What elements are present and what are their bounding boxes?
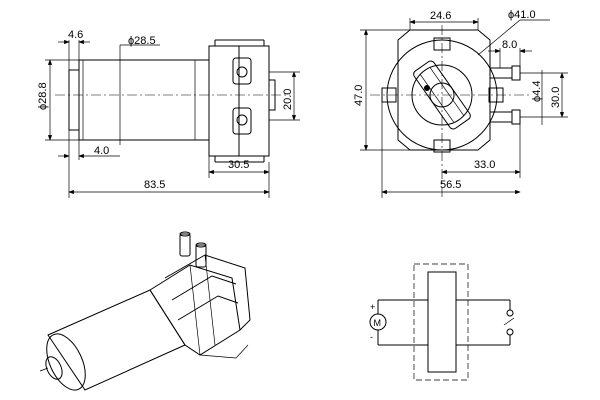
dim-nozzle-length: 8.0 [502, 39, 517, 51]
minus-terminal-label: - [370, 332, 373, 342]
dim-top-width: 24.6 [430, 10, 451, 22]
right-terminal-top [506, 309, 514, 317]
dim-nozzle-spacing: 30.0 [550, 87, 562, 108]
dim-head-length: 30.5 [228, 159, 249, 171]
schematic-pump-block [427, 271, 457, 373]
plus-terminal-label: + [370, 302, 375, 312]
right-terminal-bottom [506, 328, 514, 336]
dim-front-width: 56.5 [440, 179, 461, 191]
front-view: 24.6 ϕ41.0 8.0 47.0 ϕ4.4 30.0 33.0 56.5 [353, 9, 568, 200]
dim-body-diameter: ϕ28.5 [128, 35, 156, 47]
front-housing [397, 29, 491, 151]
motor-label: M [374, 318, 382, 328]
schematic-boundary [413, 263, 469, 381]
dim-circle-diameter: ϕ41.0 [508, 9, 536, 21]
dim-left-diameter: ϕ28.8 [37, 82, 49, 110]
side-shaft [68, 69, 80, 131]
dim-end-length: 4.0 [94, 145, 109, 157]
motor-symbol [369, 313, 387, 331]
dim-total-length: 83.5 [144, 179, 165, 191]
dim-head-height: 20.0 [282, 89, 294, 110]
dim-front-height: 47.0 [353, 85, 365, 106]
dim-shaft-length: 4.6 [68, 29, 83, 41]
iso-motor-body [47, 289, 186, 391]
iso-nozzles [179, 231, 207, 268]
dim-center-offset: 33.0 [474, 159, 495, 171]
dim-hole-diameter: ϕ4.4 [531, 81, 543, 102]
side-view: 4.6 ϕ28.5 ϕ28.8 4.0 20.0 30.5 83.5 [37, 29, 300, 198]
side-pump-head [208, 39, 276, 163]
isometric-view [39, 231, 251, 391]
side-motor-body [78, 59, 210, 141]
schematic: M + - [369, 263, 515, 381]
